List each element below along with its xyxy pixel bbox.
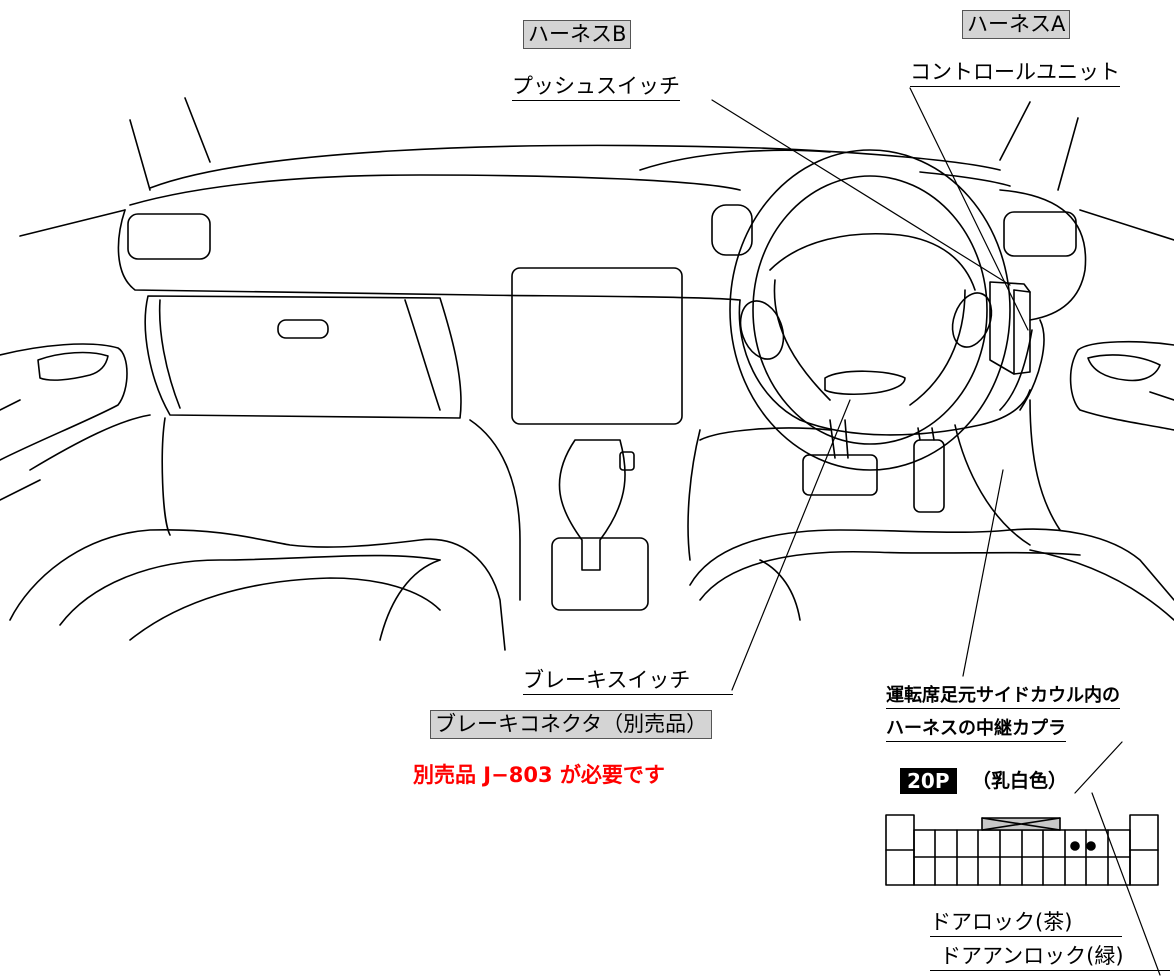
leader-push-switch — [711, 99, 1011, 286]
brake-switch-label: ブレーキスイッチ — [523, 670, 733, 695]
gear-shifter — [558, 439, 626, 571]
left-a-pillar — [129, 97, 211, 191]
control-unit — [989, 281, 1031, 375]
glovebox — [144, 295, 462, 419]
leader-control-unit — [909, 87, 1029, 331]
door-lock-pin — [1070, 841, 1080, 851]
leader-door-lock — [1074, 741, 1123, 794]
right-seat — [689, 528, 1174, 601]
left-door — [0, 343, 128, 461]
door-unlock-label: ドアアンロック(緑) — [930, 946, 1170, 971]
dashboard-top — [149, 144, 1001, 189]
left-vent — [127, 213, 211, 260]
harness-a-label: ハーネスA — [962, 10, 1071, 39]
leader-door-unlock — [1091, 792, 1161, 976]
brake-pedal — [802, 454, 878, 496]
right-vent — [1003, 211, 1077, 257]
right-door — [1069, 340, 1174, 431]
coupler-color-label: （乳白色） — [972, 770, 1068, 792]
harness-b-label: ハーネスB — [523, 20, 632, 49]
relay-coupler-line2: ハーネスの中継カプラ — [886, 720, 1066, 742]
relay-coupler-line1: 運転席足元サイドカウル内の — [886, 687, 1120, 709]
leader-coupler — [962, 469, 1004, 677]
pin-count-badge: 20P — [900, 768, 957, 794]
coupler-20p — [885, 814, 1159, 886]
left-seat — [9, 528, 506, 651]
steering-wheel — [729, 149, 1011, 471]
leader-brake-switch — [731, 399, 851, 691]
brake-connector-label: ブレーキコネクタ（別売品） — [430, 710, 713, 739]
door-unlock-pin — [1086, 841, 1096, 851]
gas-pedal — [913, 439, 945, 513]
dashboard-body — [117, 174, 741, 301]
gear-plate — [551, 537, 649, 611]
right-a-pillar — [999, 101, 1079, 191]
door-lock-label: ドアロック(茶) — [930, 912, 1122, 937]
control-unit-label: コントロールユニット — [910, 62, 1120, 87]
center-display — [511, 267, 683, 425]
push-switch-label: プッシュスイッチ — [512, 76, 680, 101]
required-note: 別売品 J−803 が必要です — [413, 763, 665, 787]
